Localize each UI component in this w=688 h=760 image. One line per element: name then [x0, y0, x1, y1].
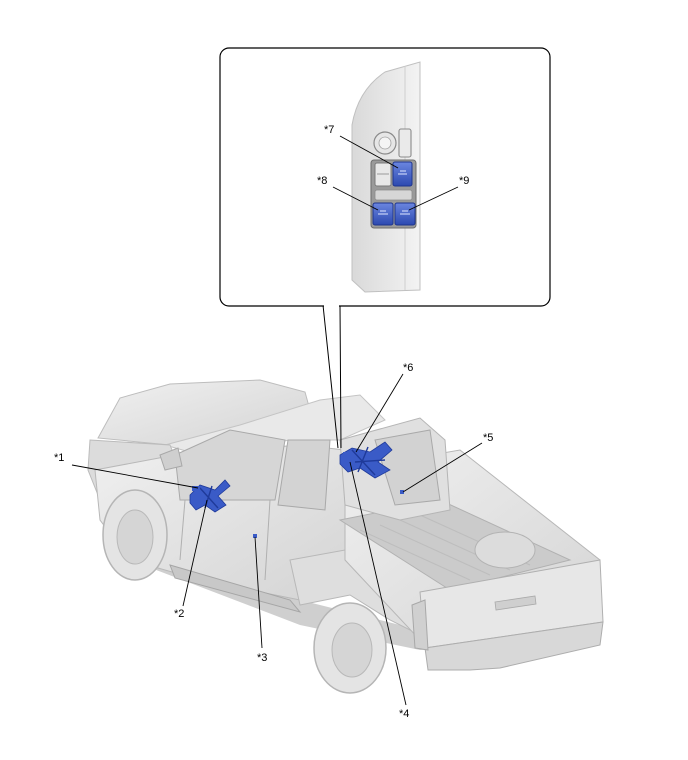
pickup-truck: [87, 379, 604, 694]
rear-wheel-hub: [331, 622, 373, 678]
inset-pointer: [322, 304, 342, 449]
callout-9: *9: [459, 175, 470, 187]
rear-door-switch: [343, 452, 352, 458]
lock-button: [398, 128, 412, 158]
leader-1: [71, 464, 199, 489]
leader-6: [355, 373, 404, 453]
side-mirror: [159, 447, 183, 471]
front-door-line: [179, 499, 271, 581]
courtesy-switch: [253, 534, 257, 538]
front-door-switch: [192, 486, 200, 491]
side-step: [169, 564, 302, 613]
callout-1: *1: [54, 452, 65, 464]
front-window: [174, 429, 286, 501]
leader-2: [182, 499, 208, 607]
highlighted-parts: [189, 441, 404, 538]
rear-bumper: [424, 621, 604, 671]
leader-5: [402, 442, 483, 493]
callout-6: *6: [403, 362, 414, 374]
callout-5: *5: [483, 432, 494, 444]
bed-floor-ribs: [359, 514, 531, 581]
leader-9: [408, 186, 459, 211]
tailgate-handle: [494, 595, 537, 611]
leader-8: [332, 186, 379, 211]
front-wheel-hub: [116, 509, 154, 565]
rear-courtesy-switch: [400, 490, 404, 494]
leader-4: [349, 461, 407, 706]
leader-7: [339, 135, 399, 169]
leader-3: [254, 536, 263, 649]
callout-8: *8: [317, 175, 328, 187]
rear-regulator-arm: [351, 446, 386, 476]
rear-window: [277, 439, 331, 511]
bed-cylinder: [474, 531, 536, 569]
callout-7: *7: [324, 124, 335, 136]
taillight: [411, 599, 429, 651]
detail-inset: [219, 47, 551, 449]
callout-3: *3: [257, 652, 268, 664]
callout-2: *2: [174, 608, 185, 620]
leader-lines: [71, 135, 483, 706]
callout-4: *4: [399, 708, 410, 720]
